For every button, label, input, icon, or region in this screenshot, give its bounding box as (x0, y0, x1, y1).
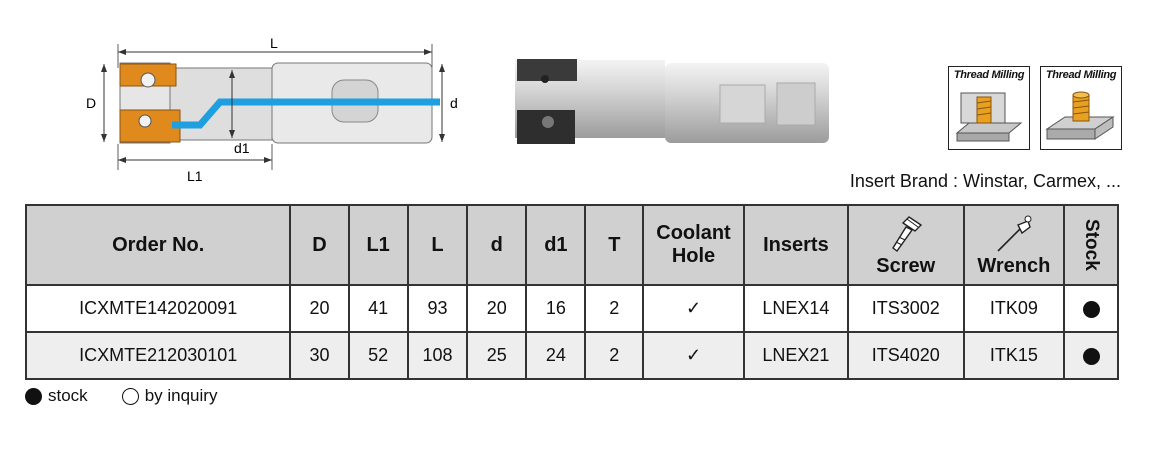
header-screw: Screw (846, 204, 965, 286)
cell-L: 93 (406, 284, 469, 333)
header-coolant-hole: Coolant Hole (642, 204, 745, 286)
cell-d: 20 (466, 284, 528, 333)
table-row: ICXMTE142020091 20 41 93 20 16 2 ✓ LNEX1… (24, 284, 1119, 333)
cell-D: 30 (289, 331, 350, 380)
header-inserts: Inserts (742, 204, 849, 286)
product-photo (505, 45, 845, 155)
stock-filled-dot-icon (25, 387, 42, 405)
thread-milling-image-external: Thread Milling (1040, 66, 1122, 150)
cell-stock (1063, 331, 1119, 380)
cell-D: 20 (289, 284, 350, 333)
legend-inquiry-label: by inquiry (144, 386, 218, 405)
cell-d1: 16 (525, 284, 587, 333)
spec-table: Order No. D L1 L d d1 T Coolant Hole Ins… (24, 204, 1119, 380)
header-D: D (289, 204, 350, 286)
inquiry-open-dot-icon (121, 387, 139, 405)
cell-screw: ITS3002 (846, 284, 965, 333)
technical-drawing: L D d d1 L1 (80, 30, 480, 190)
cell-wrench: ITK09 (962, 284, 1066, 333)
cell-order-no: ICXMTE142020091 (24, 284, 292, 333)
cell-stock (1063, 284, 1119, 333)
cell-L1: 41 (347, 284, 409, 333)
header-row: Order No. D L1 L d d1 T Coolant Hole Ins… (24, 204, 1119, 286)
header-coolant-line2: Hole (671, 245, 716, 267)
dim-D-label: D (86, 95, 96, 111)
header-d: d (466, 204, 528, 286)
header-stock: Stock (1063, 204, 1119, 286)
cell-d1: 24 (525, 331, 587, 380)
thread-milling-image-internal: Thread Milling (948, 66, 1030, 150)
header-screw-label: Screw (876, 255, 936, 277)
cell-L1: 52 (347, 331, 409, 380)
cell-wrench: ITK15 (962, 331, 1066, 380)
header-stock-label: Stock (1081, 219, 1102, 271)
header-order-no: Order No. (24, 204, 292, 286)
thread-milling-caption: Thread Milling (1045, 69, 1117, 81)
external-thread-icon (1045, 91, 1115, 140)
cell-T: 2 (584, 284, 645, 333)
stock-dot-icon (1082, 347, 1100, 365)
stock-legend: stock by inquiry (25, 386, 217, 406)
cell-T: 2 (584, 331, 645, 380)
dim-L-label: L (270, 35, 278, 51)
header-coolant-line1: Coolant (656, 222, 731, 244)
cell-order-no: ICXMTE212030101 (24, 331, 292, 380)
cell-coolant: ✓ (642, 284, 745, 333)
header-L: L (406, 204, 469, 286)
dim-L1-label: L1 (187, 168, 203, 184)
header-L1: L1 (347, 204, 409, 286)
dim-d-label: d (450, 95, 458, 111)
insert-brand-line: Insert Brand : Winstar, Carmex, ... (849, 171, 1121, 191)
cell-screw: ITS4020 (846, 331, 965, 380)
wrench-icon (997, 215, 1032, 252)
header-T: T (584, 204, 645, 286)
dim-d1-label: d1 (234, 140, 250, 156)
thread-milling-caption: Thread Milling (953, 69, 1025, 81)
cell-inserts: LNEX21 (742, 331, 849, 380)
cell-coolant: ✓ (642, 331, 745, 380)
stock-dot-icon (1082, 300, 1100, 318)
cell-d: 25 (466, 331, 528, 380)
cell-L: 108 (406, 331, 469, 380)
legend-stock-label: stock (48, 386, 88, 405)
header-wrench-label: Wrench (977, 255, 1051, 277)
header-wrench: Wrench (962, 204, 1066, 286)
screw-icon (891, 216, 922, 252)
cell-inserts: LNEX14 (742, 284, 849, 333)
header-d1: d1 (525, 204, 587, 286)
table-row: ICXMTE212030101 30 52 108 25 24 2 ✓ LNEX… (24, 331, 1119, 380)
internal-thread-icon (955, 92, 1023, 142)
